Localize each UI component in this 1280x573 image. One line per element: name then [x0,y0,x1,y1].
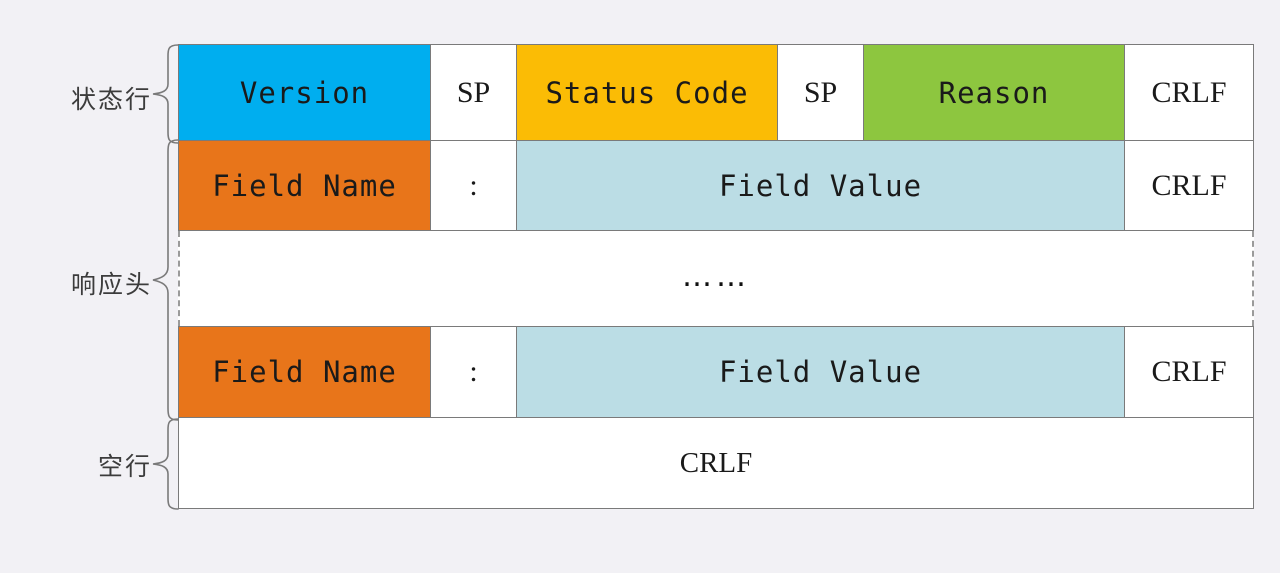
label-response-headers: 响应头 [70,270,152,299]
row-ellipsis: …… [178,231,1254,326]
brace-empty-line [150,418,180,510]
brace-response-headers [150,139,180,421]
cell-version: Version [178,44,431,141]
label-status-line: 状态行 [70,85,152,114]
cell-colon-first: : [430,140,517,231]
cell-field-name-last: Field Name [178,326,431,418]
cell-crlf-status-line: CRLF [1124,44,1254,141]
cell-crlf-header-last: CRLF [1124,326,1254,418]
ellipsis-dots: …… [682,259,750,294]
cell-reason: Reason [863,44,1125,141]
cell-field-value-last: Field Value [516,326,1125,418]
brace-status-line [150,44,180,144]
cell-status-code: Status Code [516,44,778,141]
cell-crlf-empty-line: CRLF [178,417,1254,509]
cell-field-name-first: Field Name [178,140,431,231]
cell-sp-2: SP [777,44,864,141]
cell-field-value-first: Field Value [516,140,1125,231]
cell-crlf-header-first: CRLF [1124,140,1254,231]
cell-colon-last: : [430,326,517,418]
cell-sp-1: SP [430,44,517,141]
label-empty-line: 空行 [97,452,152,481]
